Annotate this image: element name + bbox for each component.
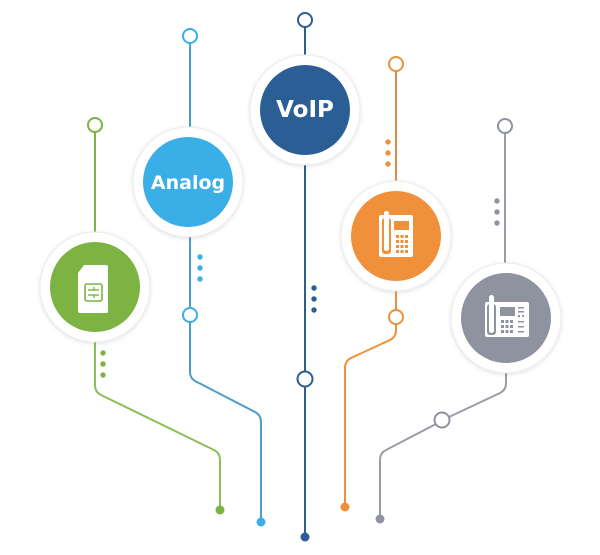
node-voip <box>249 54 361 166</box>
voip-label: VoIP <box>276 97 334 123</box>
green-end-dot <box>215 505 225 515</box>
gray-mid-ring <box>433 411 451 429</box>
green-connector <box>87 117 225 515</box>
orange-end-dot <box>340 502 350 512</box>
desk-phone-icon <box>379 211 413 257</box>
navy-connector <box>296 12 317 542</box>
green-top-ring <box>87 117 103 133</box>
gray-connector <box>375 118 513 524</box>
analog-label: Analog <box>150 172 226 194</box>
ip-desk-phone-icon <box>485 295 529 337</box>
orange-connector <box>340 56 404 512</box>
sim-card-icon <box>78 265 108 313</box>
orange-mid-ring <box>388 309 404 325</box>
navy-mid-ring <box>296 370 314 388</box>
blue-mid-ring <box>182 307 198 323</box>
blue-connector <box>182 28 266 527</box>
node-analog <box>132 126 244 238</box>
navy-end-dot <box>300 532 310 542</box>
gray-top-ring <box>497 118 513 134</box>
blue-top-ring <box>182 28 198 44</box>
orange-top-ring <box>388 56 404 72</box>
blue-end-dot <box>256 517 266 527</box>
gray-end-dot <box>375 514 385 524</box>
navy-top-ring <box>297 12 313 28</box>
